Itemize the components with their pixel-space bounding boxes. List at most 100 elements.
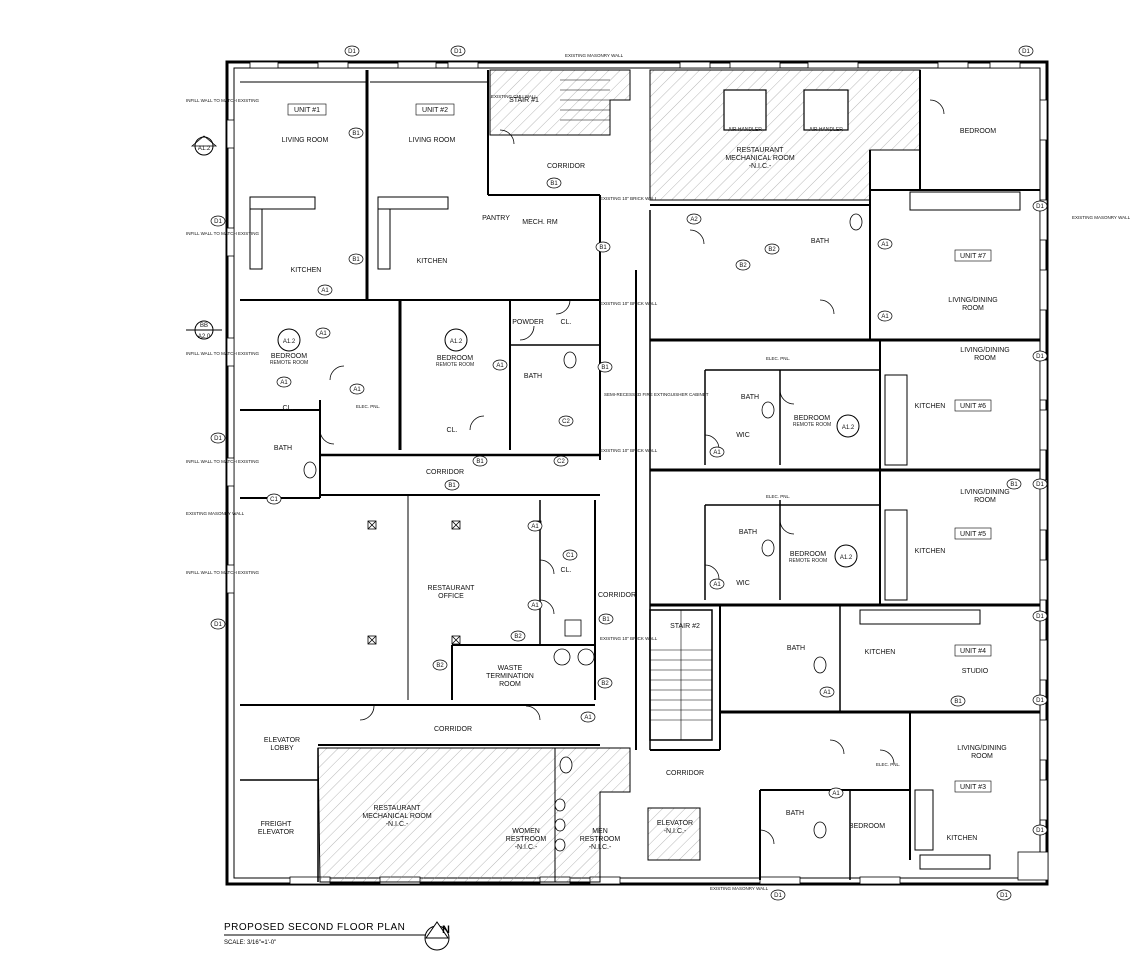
note-infill-1: INFILL WALL TO MATCH EXISTING <box>186 98 260 103</box>
tag-a1-1: A1 <box>321 288 329 294</box>
men-restroom-nic: -N.I.C.- <box>589 844 612 851</box>
plumbing-fixtures <box>303 213 1049 881</box>
unit-4-studio: STUDIO <box>962 668 989 675</box>
tag-d1-east-5: D1 <box>1036 698 1044 704</box>
tag-b1-5: B1 <box>599 245 607 251</box>
corridor-southeast: CORRIDOR <box>666 770 704 777</box>
unit-6-living-dining-2: ROOM <box>974 355 996 362</box>
tag-a1-9: A1 <box>881 242 889 248</box>
unit-3-living-dining-2: ROOM <box>971 753 993 760</box>
tag-b2-1: B2 <box>514 634 522 640</box>
tag-d1-east-1: D1 <box>1036 204 1044 210</box>
elevator-lobby-label: ELEVATOR <box>264 737 300 744</box>
tag-a1-2: A1 <box>319 331 327 337</box>
room-labels: UNIT #1 UNIT #2 UNIT #7 UNIT #6 UNIT #5 … <box>258 97 1010 851</box>
note-elec-panel-4: ELEC. PNL. <box>876 762 900 767</box>
restaurant-mech-room-label-2: MECHANICAL ROOM <box>725 155 795 162</box>
unit-2-closet: CL. <box>447 427 458 434</box>
unit-5-wic: WIC <box>736 580 750 587</box>
unit-4-kitchen: KITCHEN <box>865 649 896 656</box>
elevator-label: ELEVATOR <box>657 820 693 827</box>
corridor-east: CORRIDOR <box>598 592 636 599</box>
wall-type-tags: D1 D1 D1 D1 D1 D1 D1 D1 D1 D1 D1 D1 D1 D… <box>210 45 1048 901</box>
restaurant-mech-room-nic: -N.I.C.- <box>749 163 772 170</box>
unit-3-bedroom: BEDROOM <box>849 823 885 830</box>
tag-d1-north-1: D1 <box>348 49 356 55</box>
tag-d1-east-4: D1 <box>1036 614 1044 620</box>
elevation-marker-unit-1: A1.2 <box>283 339 296 345</box>
unit-1-label: UNIT #1 <box>294 107 320 114</box>
unit-6-bath: BATH <box>741 394 759 401</box>
unit-5-living-dining-2: ROOM <box>974 497 996 504</box>
note-existing-brick-2: EXISTING 10" BRICK WALL <box>600 301 658 306</box>
tag-b1-1: B1 <box>352 131 360 137</box>
unit-5-kitchen: KITCHEN <box>915 548 946 555</box>
tag-a1-12: A1 <box>713 582 721 588</box>
freight-elevator-label-2: ELEVATOR <box>258 829 294 836</box>
north-label: N <box>442 924 450 936</box>
unit-6-label: UNIT #6 <box>960 403 986 410</box>
unit-6-living-dining: LIVING/DINING <box>960 347 1009 354</box>
drawing-scale: SCALE: 3/16"=1'-0" <box>224 940 277 946</box>
tag-b2-2: B2 <box>436 663 444 669</box>
restaurant-office-label: RESTAURANT <box>428 585 476 592</box>
tag-d1-west-2: D1 <box>214 436 222 442</box>
tag-b1-3: B1 <box>476 459 484 465</box>
air-handlers <box>723 89 849 131</box>
note-elec-panel-3: ELEC. PNL. <box>766 494 790 499</box>
unit-4-bath: BATH <box>787 645 805 652</box>
tag-d1-north-3: D1 <box>1022 49 1030 55</box>
tag-b1-4: B1 <box>550 181 558 187</box>
nic-hatched-areas <box>317 69 921 883</box>
men-restroom-label: MEN <box>592 828 608 835</box>
corridor-south: CORRIDOR <box>434 726 472 733</box>
tag-d1-west-3: D1 <box>214 622 222 628</box>
unit-3-kitchen: KITCHEN <box>947 835 978 842</box>
unit-1-bedroom: BEDROOM <box>271 353 307 360</box>
unit-1-kitchen: KITCHEN <box>291 267 322 274</box>
unit-1-living-room: LIVING ROOM <box>282 137 329 144</box>
note-infill-5: INFILL WALL TO MATCH EXISTING <box>186 570 260 575</box>
restaurant-mech-south-nic: -N.I.C.- <box>386 821 409 828</box>
tag-a1-13: A1 <box>823 690 831 696</box>
unit-2-closet-2: CL. <box>561 319 572 326</box>
tag-d1-south-1: D1 <box>774 893 782 899</box>
unit-2-bath: BATH <box>524 373 542 380</box>
elevation-marker-unit-6: A1.2 <box>842 425 855 431</box>
note-existing-cmu: EXISTING CMU WALL <box>491 94 537 99</box>
interior-walls <box>240 70 1040 882</box>
unit-2-remote-room: REMOTE ROOM <box>436 362 474 368</box>
tag-a1-7: A1 <box>531 603 539 609</box>
unit-3-living-dining: LIVING/DINING <box>957 745 1006 752</box>
unit-3-bath: BATH <box>786 810 804 817</box>
stair-2-label: STAIR #2 <box>670 623 700 630</box>
restaurant-mech-south-label-2: MECHANICAL ROOM <box>362 813 432 820</box>
note-elec-panel-1: ELEC. PNL. <box>356 404 380 409</box>
tag-c1-1: C1 <box>566 553 574 559</box>
tag-a2-1: A2 <box>690 217 698 223</box>
tag-b1-8: B1 <box>448 483 456 489</box>
unit-7-bath: BATH <box>811 238 829 245</box>
north-arrow-icon <box>424 921 450 951</box>
tag-b2-3: B2 <box>601 681 609 687</box>
unit-5-bath: BATH <box>739 529 757 536</box>
windows <box>226 61 1048 885</box>
elevator-nic: -N.I.C.- <box>664 828 687 835</box>
mech-room: MECH. RM <box>522 219 558 226</box>
unit-6-bedroom: BEDROOM <box>794 415 830 422</box>
tag-d1-south-2: D1 <box>1000 893 1008 899</box>
waste-room-label-3: ROOM <box>499 681 521 688</box>
elevation-marker-unit-5: A1.2 <box>840 555 853 561</box>
drawing-title: PROPOSED SECOND FLOOR PLAN <box>224 922 406 933</box>
unit-6-remote-room: REMOTE ROOM <box>793 422 831 428</box>
tag-d1-west-1: D1 <box>214 219 222 225</box>
unit-3-label: UNIT #3 <box>960 784 986 791</box>
unit-5-living-dining: LIVING/DINING <box>960 489 1009 496</box>
tag-b1-2: B1 <box>352 257 360 263</box>
note-existing-brick-3: EXISTING 10" BRICK WALL <box>600 448 658 453</box>
waste-room-label: WASTE <box>498 665 523 672</box>
unit-2-kitchen: KITCHEN <box>417 258 448 265</box>
waste-room-label-2: TERMINATION <box>486 673 534 680</box>
unit-5-remote-room: REMOTE ROOM <box>789 558 827 564</box>
